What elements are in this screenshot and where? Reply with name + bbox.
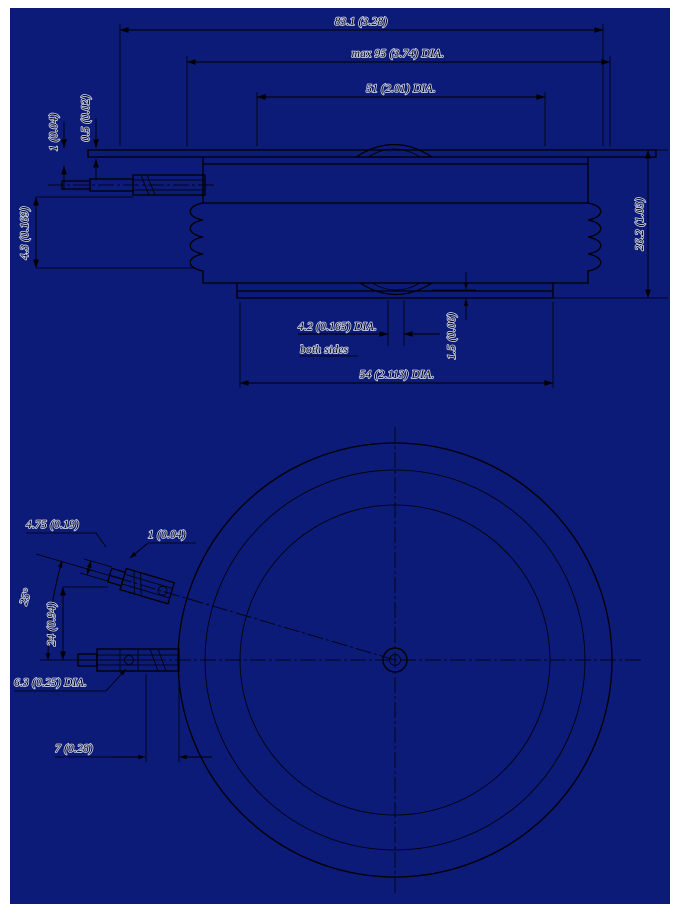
drawing-canvas: [10, 8, 670, 904]
dim-upper-pole-diameter: 51 (2.01) DIA.: [366, 83, 436, 95]
dim-flange-step: 1 (0.04): [48, 113, 60, 151]
dim-gate-lead-offset: 4.3 (0.169): [19, 207, 31, 260]
dim-overall-height: 26.2 (1.03): [634, 198, 646, 251]
section-view: 83.1 (3.28) max 95 (3.74) DIA. 51 (2.01)…: [18, 15, 668, 388]
dim-center-hole-diameter: 4.2 (0.165) DIA.: [298, 321, 377, 333]
section-dimensions: 83.1 (3.28) max 95 (3.74) DIA. 51 (2.01)…: [18, 15, 668, 388]
gate-terminal-angled: [106, 567, 176, 605]
dim-max-diameter: max 95 (3.74) DIA.: [352, 48, 445, 60]
dim-gate-terminal-tip: 1 (0.04): [148, 529, 186, 541]
dim-gate-terminal-width: 4.75 (0.19): [26, 519, 79, 531]
dim-terminal-length: 7 (0.28): [55, 743, 93, 755]
dim-lower-pole-diameter: 54 (2.113) DIA.: [360, 369, 435, 381]
dim-overall-width: 83.1 (3.28): [335, 16, 388, 28]
dim-terminal-diameter: 6.3 (0.25) DIA.: [14, 677, 87, 689]
dim-center-hole-note: both sides: [300, 344, 349, 356]
gate-terminal-section: [48, 174, 215, 196]
dim-terminal-spacing: 24 (0.94): [46, 602, 58, 646]
bottom-contact-dome: [357, 282, 435, 296]
dim-plate-thickness: 0.5 (0.02): [80, 94, 92, 141]
plan-outline: [35, 427, 642, 896]
plan-view: 4.75 (0.19) 1 (0.04) 25° 24 (0.94) 6.3 (…: [13, 427, 642, 896]
dim-recess-depth: 1.5 (0.06): [446, 312, 458, 359]
plan-dimensions: 4.75 (0.19) 1 (0.04) 25° 24 (0.94) 6.3 (…: [13, 518, 212, 762]
gate-axis-centerline: [117, 577, 396, 661]
top-contact-dome: [353, 143, 435, 158]
